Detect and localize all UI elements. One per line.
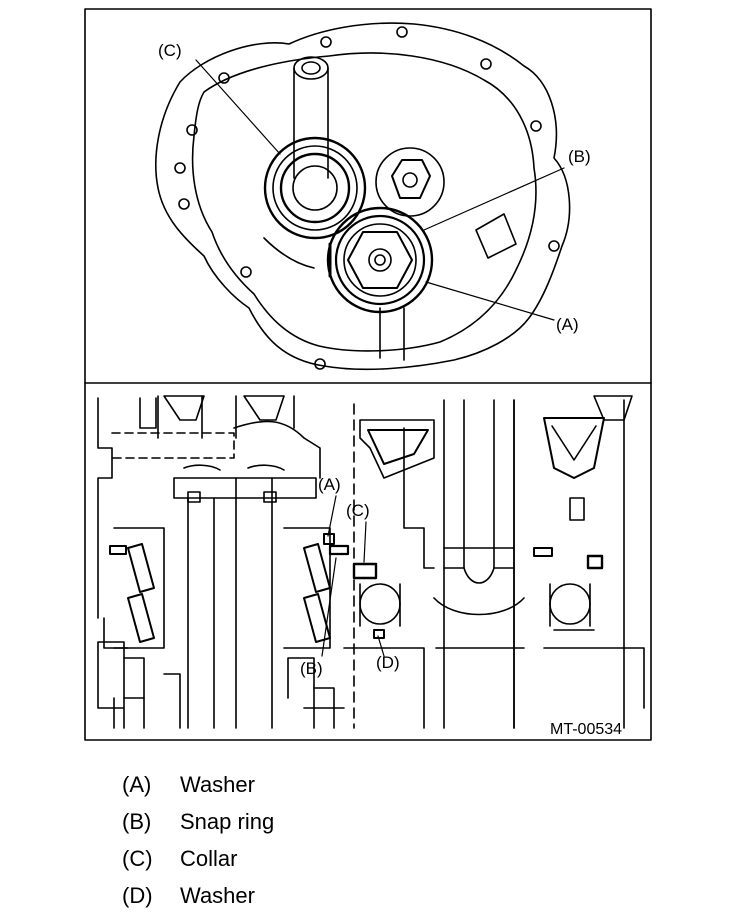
case-rib [263,237,315,269]
bolt-hole [314,358,326,370]
legend-item: (D) Washer [122,877,274,914]
washer-section [323,533,335,545]
lower-left-housing [97,641,345,729]
center-shaft [433,399,525,729]
legend-item: (A) Washer [122,766,274,803]
callout-d-bottom: (D) [376,653,400,672]
legend-value: Collar [180,845,238,871]
collar-section [352,562,378,580]
legend-key: (A) [122,771,152,797]
leader-a-top [425,281,555,321]
right-bearing [283,527,350,649]
top-view-case [155,22,571,371]
bottom-view-section [97,395,645,729]
figure-frame [84,8,652,741]
bolt-hole [178,198,190,210]
legend-key: (C) [122,845,153,871]
washer-ring [334,214,426,306]
shaft-center [235,477,273,729]
right-section [513,395,645,729]
callout-b-top: (B) [568,147,591,166]
bolt-hole [186,124,198,136]
legend-value: Snap ring [180,808,275,834]
bolt-hole [480,58,492,70]
top-callouts: (C) (B) (A) [158,41,591,334]
lower-rib [379,307,405,361]
shaft-bearing-ring [263,136,367,240]
figure-code: MT-00534 [550,721,622,738]
leader-c-bottom [363,521,367,563]
bolt-hole [240,266,252,278]
legend-item: (B) Snap ring [122,803,274,840]
case-boss [475,213,517,259]
diagram-figure: (C) (B) (A) [84,8,652,741]
shaft-left [187,497,215,729]
legend-item: (C) Collar [122,840,274,877]
washer-d-section [373,629,385,639]
leader-c-top [195,59,281,155]
left-housing [97,397,113,619]
legend-value: Washer [180,882,255,908]
gear-tooth [243,395,285,421]
legend: (A) Washer (B) Snap ring (C) Collar (D) … [122,766,274,914]
leader-d-bottom [377,635,385,657]
legend-key: (D) [122,882,153,908]
gear-tooth [163,395,205,421]
legend-value: Washer [180,771,255,797]
bolt-hole [218,72,230,84]
collar-ring [279,152,351,224]
bolt-hole [530,120,542,132]
hex-nut [347,231,413,289]
callout-b-bottom: (B) [300,659,323,678]
leader-a-bottom [327,495,337,537]
bolt-hole [548,240,560,252]
callout-a-bottom: (A) [318,475,341,494]
bolt-hole [396,26,408,38]
case-inner-flange [191,52,537,352]
diagram-svg: (C) (B) (A) [84,8,652,741]
collar-outer [272,145,358,231]
callout-a-top: (A) [556,315,579,334]
bolt-hole [320,36,332,48]
main-shaft [263,56,367,240]
bolt-hole [174,162,186,174]
center-housing [343,403,435,729]
leader-b-bottom [321,557,337,657]
center-hub [375,147,445,217]
legend-key: (B) [122,808,152,834]
snap-ring-section [328,544,350,556]
leader-b-top [423,167,565,231]
left-bearing [103,527,165,649]
callout-c-top: (C) [158,41,182,60]
bottom-callouts: (A) (C) (B) (D) [300,475,400,678]
callout-c-bottom: (C) [346,501,370,520]
ball-bearing [359,583,401,625]
nut-assembly [326,206,434,314]
case-outline [155,22,571,371]
